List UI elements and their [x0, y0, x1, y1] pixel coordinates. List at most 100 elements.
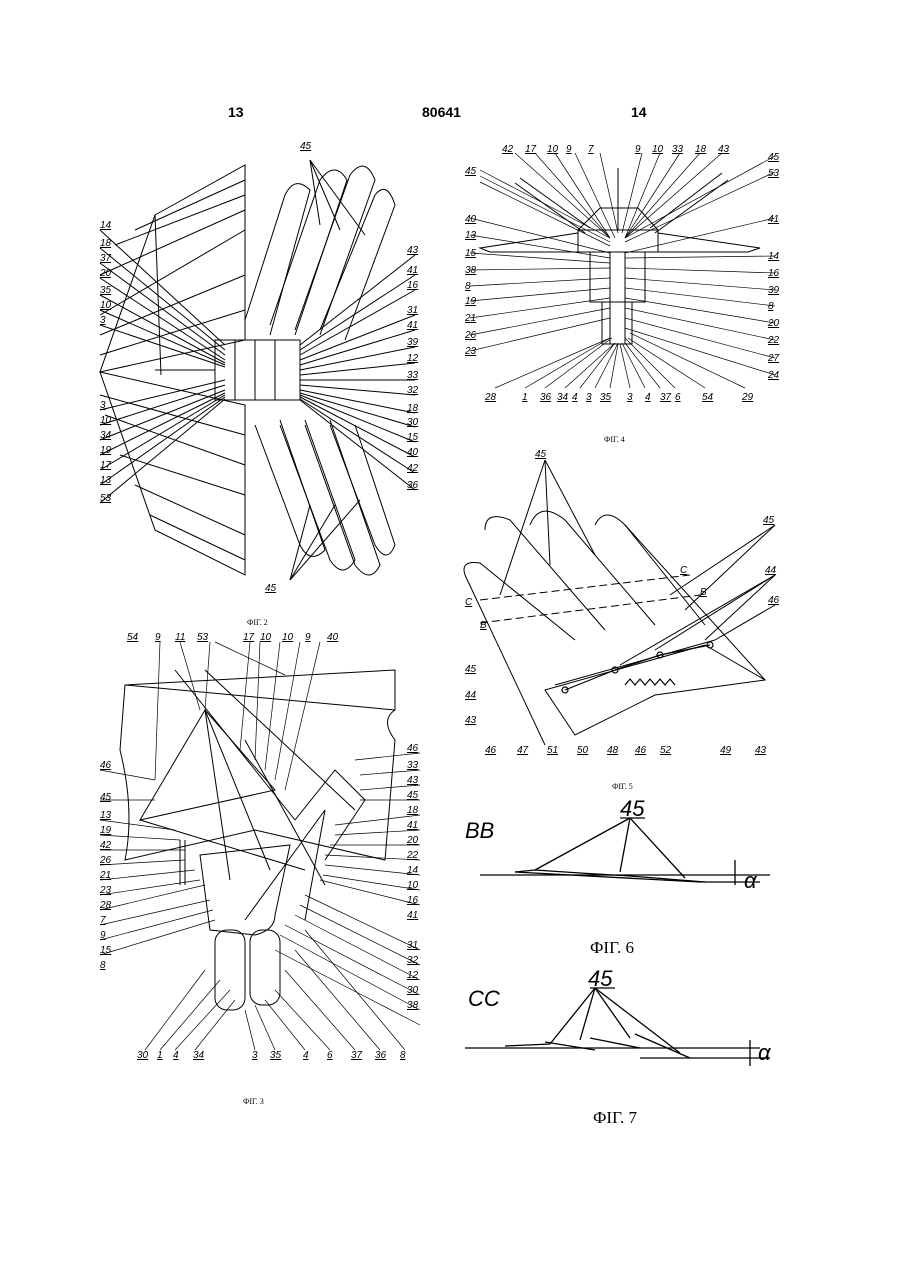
- fig5-bottom-label: 46: [635, 745, 647, 756]
- fig4-left-label: 21: [464, 313, 476, 324]
- fig2-left-label: 10: [100, 300, 112, 311]
- fig4-top-label: 10: [652, 144, 664, 155]
- fig2-left-label: 20: [99, 268, 112, 279]
- feather-outline-2: [485, 517, 605, 630]
- fig4-bottom-label: 36: [540, 392, 552, 403]
- fig4-bottom-label: 4: [572, 392, 578, 403]
- figure-2-drawing: 45 45 14 18 37 20 35 10 3 3 10 34 19 17 …: [95, 135, 435, 605]
- fig3-left-label: 28: [99, 900, 112, 911]
- fig3-right-label: 41: [407, 910, 418, 921]
- fig4-left-label: 38: [465, 265, 477, 276]
- fig3-bottom-label: 6: [327, 1050, 333, 1061]
- feather-outline-3: [530, 511, 655, 625]
- fig4-left-label: 19: [465, 296, 477, 307]
- fig4-bottom-label: 54: [702, 392, 714, 403]
- fig2-left-label: 34: [100, 430, 112, 441]
- fig7-angle-label: α: [758, 1040, 772, 1065]
- figure-5-drawing: 45 45 44 46 C C B B 45 44 43 46 47 51 50…: [455, 445, 785, 765]
- fuselage-body: [590, 252, 645, 302]
- fig5-left-label: 44: [465, 690, 477, 701]
- fig2-left-label: 53: [100, 493, 112, 504]
- fig5-bottom-label: 52: [660, 745, 672, 756]
- figure-2-caption: ФІГ. 2: [247, 618, 268, 627]
- fig4-right-label: 20: [767, 318, 780, 329]
- fig4-right-label: 22: [767, 335, 780, 346]
- fig5-top-label: 44: [765, 565, 777, 576]
- fig3-right-label: 10: [407, 880, 419, 891]
- figure-7-caption: ФІГ. 7: [593, 1108, 637, 1128]
- fig3-left-label: 45: [100, 792, 112, 803]
- fuselage-top: [578, 230, 658, 252]
- fig3-top-label: 17: [243, 632, 255, 643]
- fig4-bottom-label: 6: [675, 392, 681, 403]
- fig3-left-label: 15: [100, 945, 112, 956]
- fig3-top-label: 10: [282, 632, 294, 643]
- fig3-left-label: 7: [100, 915, 106, 926]
- fig3-top-label: 40: [327, 632, 339, 643]
- fig5-top-label: 45: [763, 515, 775, 526]
- fig2-left-label: 17: [100, 460, 112, 471]
- fig5-top-label: 45: [535, 449, 547, 460]
- feather-6: [280, 420, 355, 570]
- feather-8: [330, 425, 395, 555]
- fig3-left-label: 21: [99, 870, 111, 881]
- fig3-right-label: 46: [407, 743, 419, 754]
- feather-3: [295, 166, 375, 335]
- fig4-bottom-label: 28: [484, 392, 497, 403]
- fig5-section-label: B: [480, 620, 487, 631]
- fig5-left-label: 45: [465, 664, 477, 675]
- leg-right: [250, 930, 280, 1005]
- fig2-right-label: 33: [407, 370, 419, 381]
- fig3-top-label: 9: [155, 632, 161, 643]
- fig4-top-label: 33: [672, 144, 684, 155]
- fig6-part-label: 45: [620, 800, 645, 821]
- page-number-right: 14: [631, 104, 647, 120]
- fig5-bottom-label: 43: [755, 745, 767, 756]
- fig4-left-label: 26: [464, 330, 477, 341]
- fig2-right-label: 18: [407, 403, 419, 414]
- fig2-right-label: 32: [407, 385, 419, 396]
- fig4-top-label: 9: [635, 144, 641, 155]
- fig4-left-label: 15: [465, 248, 477, 259]
- patent-number: 80641: [422, 104, 461, 120]
- fig7-section-label: CC: [468, 986, 500, 1011]
- fig2-left-label: 14: [100, 220, 112, 231]
- fig2-left-label: 37: [100, 253, 112, 264]
- figure-4-caption: ФІГ. 4: [604, 435, 625, 444]
- fig3-bottom-label: 1: [157, 1050, 163, 1061]
- fig4-top-label: 17: [525, 144, 537, 155]
- figure-6-caption: ФІГ. 6: [590, 938, 634, 958]
- fig2-right-label: 42: [407, 463, 419, 474]
- fig2-right-label: 41: [407, 265, 418, 276]
- fig4-top-label: 42: [502, 144, 514, 155]
- fig3-right-label: 20: [406, 835, 419, 846]
- figure-7-drawing: CC 45 α: [460, 968, 780, 1078]
- fig4-bottom-label: 1: [522, 392, 528, 403]
- fig5-bottom-label: 46: [485, 745, 497, 756]
- fig2-left-label: 35: [100, 285, 112, 296]
- fig2-label-top: 45: [300, 141, 312, 152]
- fig5-section-label: C: [680, 565, 688, 576]
- fig5-bottom-label: 51: [547, 745, 558, 756]
- fig4-right-label: 39: [768, 285, 780, 296]
- fig4-left-label: 45: [465, 166, 477, 177]
- fig5-left-label: 43: [465, 715, 477, 726]
- leg-left: [215, 930, 245, 1010]
- fig2-left-label: 19: [100, 445, 112, 456]
- fig2-right-label: 39: [407, 337, 419, 348]
- fig3-left-label: 46: [100, 760, 112, 771]
- fig3-bottom-label: 37: [351, 1050, 363, 1061]
- fig4-right-label: 27: [767, 353, 780, 364]
- feather-4: [320, 189, 395, 340]
- fig4-right-label: 14: [768, 251, 780, 262]
- fig3-left-label: 9: [100, 930, 106, 941]
- fig3-bottom-label: 34: [193, 1050, 205, 1061]
- page-number-left: 13: [228, 104, 244, 120]
- fig3-bottom-label: 4: [173, 1050, 179, 1061]
- fig3-bottom-label: 4: [303, 1050, 309, 1061]
- fig3-bottom-label: 35: [270, 1050, 282, 1061]
- fig4-right-label: 24: [767, 370, 780, 381]
- fig2-right-label: 31: [407, 305, 418, 316]
- fig2-left-label: 18: [100, 238, 112, 249]
- fig4-top-label: 10: [547, 144, 559, 155]
